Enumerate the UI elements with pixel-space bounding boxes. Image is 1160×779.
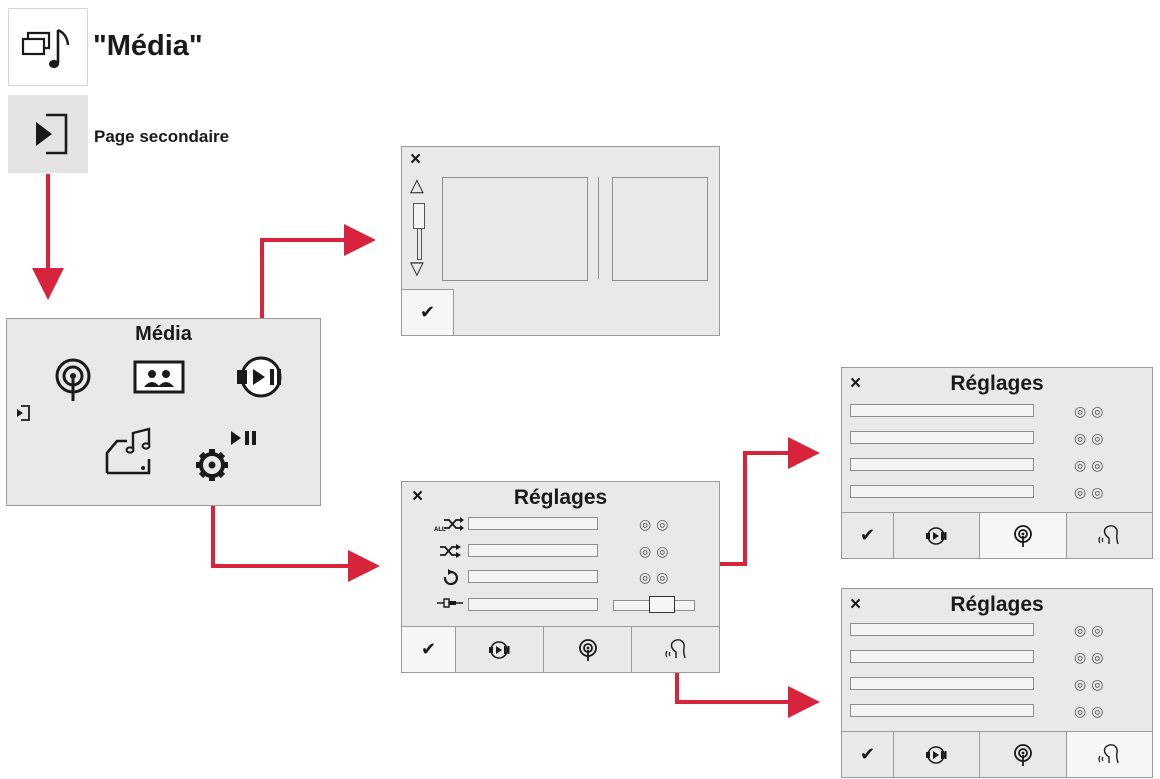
divider — [598, 177, 599, 279]
setting-radios-2[interactable]: ◎◎ — [1074, 430, 1109, 446]
photo-icon[interactable] — [132, 357, 188, 397]
setting-radios-2[interactable]: ◎◎ — [639, 543, 674, 559]
setting-field-4[interactable] — [468, 598, 598, 611]
close-button[interactable]: × — [410, 149, 422, 170]
radio-icon — [578, 638, 597, 661]
setting-field-3[interactable] — [468, 570, 598, 583]
close-button[interactable]: × — [850, 594, 862, 615]
shuffle-icon[interactable] — [438, 542, 464, 560]
settings-screen-radio: × Réglages ◎◎ ◎◎ ◎◎ ◎◎ ✔ — [841, 367, 1153, 559]
arrow-to-settings-voice — [675, 665, 820, 718]
setting-radios-3[interactable]: ◎◎ — [639, 569, 674, 585]
settings-title: Réglages — [950, 593, 1044, 616]
tab-radio[interactable] — [980, 513, 1067, 558]
radio-icon — [1014, 743, 1032, 766]
tab-media-player[interactable] — [894, 732, 981, 777]
setting-radios-3[interactable]: ◎◎ — [1074, 676, 1109, 692]
settings-screen-voice: × Réglages ◎◎ ◎◎ ◎◎ ◎◎ ✔ — [841, 588, 1153, 778]
confirm-button[interactable]: ✔ — [842, 732, 894, 777]
settings-tab-bar: ✔ — [842, 731, 1152, 777]
confirm-button[interactable]: ✔ — [402, 627, 456, 672]
setting-radios-1[interactable]: ◎◎ — [1074, 622, 1109, 638]
tab-voice[interactable] — [1067, 513, 1152, 558]
voice-icon — [1098, 743, 1119, 763]
check-icon: ✔ — [859, 525, 876, 545]
setting-field-4[interactable] — [850, 704, 1034, 717]
settings-title: Réglages — [513, 486, 608, 509]
radio-icon — [1014, 524, 1032, 547]
close-button[interactable]: × — [412, 486, 424, 507]
tab-voice[interactable] — [632, 627, 719, 672]
voice-icon — [664, 638, 686, 658]
setting-field-1[interactable] — [850, 404, 1034, 417]
list-screen: × △ ▽ ✔ — [401, 146, 720, 336]
shuffle-all-icon[interactable]: ALL — [434, 515, 466, 533]
media-panel: Média — [6, 318, 321, 506]
media-source-icon — [21, 28, 70, 68]
settings-play-icon[interactable] — [191, 427, 267, 485]
media-player-icon — [488, 640, 509, 659]
setting-radios-1[interactable]: ◎◎ — [639, 516, 674, 532]
setting-radios-3[interactable]: ◎◎ — [1074, 457, 1109, 473]
secondary-page-label: Page secondaire — [94, 127, 230, 146]
check-icon: ✔ — [419, 302, 436, 322]
arrow-to-list-screen — [260, 224, 376, 350]
repeat-icon[interactable] — [440, 568, 462, 586]
setting-field-2[interactable] — [850, 650, 1034, 663]
close-button[interactable]: × — [850, 373, 862, 394]
radio-icon[interactable] — [48, 355, 98, 405]
settings-tab-bar: ✔ — [842, 512, 1152, 558]
media-source-button[interactable] — [8, 8, 88, 86]
scroll-down-button[interactable]: ▽ — [410, 258, 424, 278]
list-area[interactable] — [442, 177, 588, 281]
setting-field-2[interactable] — [850, 431, 1034, 444]
volume-slider-handle[interactable] — [649, 596, 675, 613]
check-icon: ✔ — [859, 744, 876, 764]
confirm-button[interactable]: ✔ — [402, 289, 454, 335]
setting-radios-4[interactable]: ◎◎ — [1074, 703, 1109, 719]
media-player-icon — [925, 526, 947, 545]
setting-field-2[interactable] — [468, 544, 598, 557]
music-drive-icon[interactable] — [103, 427, 159, 477]
page-title: "Média" — [93, 30, 203, 62]
settings-screen: × Réglages ALL ◎◎ ◎◎ ◎◎ ✔ — [401, 481, 720, 673]
setting-radios-4[interactable]: ◎◎ — [1074, 484, 1109, 500]
tab-radio[interactable] — [544, 627, 632, 672]
media-player-icon — [925, 745, 947, 764]
scrollbar-thumb[interactable] — [413, 203, 425, 229]
media-panel-title: Média — [135, 323, 192, 345]
setting-radios-1[interactable]: ◎◎ — [1074, 403, 1109, 419]
arrow-to-settings — [211, 487, 380, 582]
secondary-page-button[interactable] — [8, 95, 88, 173]
detail-area — [612, 177, 708, 281]
setting-field-1[interactable] — [468, 517, 598, 530]
svg-text:ALL: ALL — [434, 527, 446, 533]
setting-radios-2[interactable]: ◎◎ — [1074, 649, 1109, 665]
tab-media-player[interactable] — [894, 513, 981, 558]
scrollbar-track[interactable] — [417, 228, 422, 260]
back-icon[interactable] — [13, 403, 33, 423]
tab-voice[interactable] — [1066, 732, 1152, 777]
confirm-button[interactable]: ✔ — [842, 513, 894, 558]
check-icon: ✔ — [420, 639, 437, 659]
setting-field-4[interactable] — [850, 485, 1034, 498]
settings-tab-bar: ✔ — [402, 626, 719, 672]
tab-media-player[interactable] — [456, 627, 544, 672]
scroll-up-button[interactable]: △ — [410, 175, 424, 195]
setting-field-3[interactable] — [850, 677, 1034, 690]
setting-field-3[interactable] — [850, 458, 1034, 471]
setting-field-1[interactable] — [850, 623, 1034, 636]
tab-radio[interactable] — [980, 732, 1067, 777]
secondary-page-icon — [36, 113, 68, 155]
settings-title: Réglages — [950, 372, 1044, 395]
aux-input-icon[interactable] — [436, 596, 464, 610]
voice-icon — [1098, 524, 1119, 544]
media-player-icon[interactable] — [233, 353, 293, 401]
